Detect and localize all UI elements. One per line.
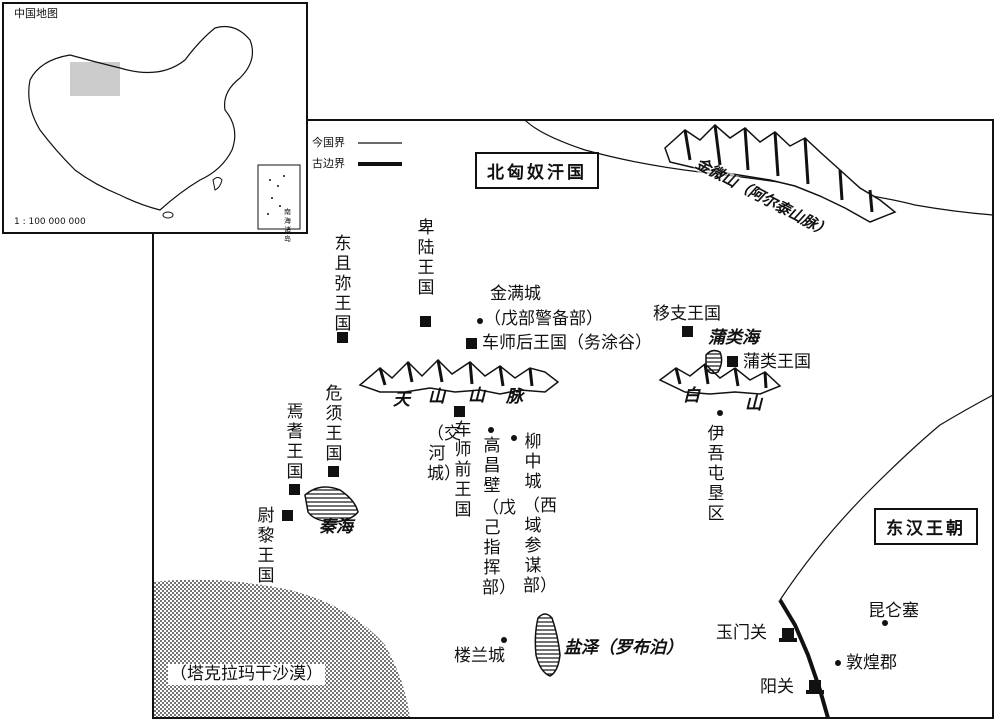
tianshan-mountains	[358, 358, 560, 395]
yanze-lake-label: 盐泽（罗布泊）	[564, 638, 683, 658]
dot-liuzhong	[511, 435, 517, 441]
tianshan-char-3: 山	[468, 386, 485, 406]
inset-south-sea-label: 南海诸岛	[284, 208, 291, 243]
han-label: 东汉王朝	[874, 508, 978, 545]
south-sea-box	[257, 164, 301, 230]
weili-label: 尉黎王国	[257, 506, 275, 586]
yumen-label: 玉门关	[716, 623, 767, 643]
tianshan-char-1: 天	[393, 390, 410, 410]
ancient-border	[778, 598, 830, 719]
modern-border-east	[779, 394, 994, 601]
legend-ancient-label: 古边界	[312, 157, 345, 170]
tianshan-char-4: 脉	[506, 387, 523, 407]
cheshi-hou-label: 车师后王国（务涂谷）	[482, 333, 652, 353]
marker-weixu	[328, 466, 339, 477]
pass-yumen	[779, 628, 797, 642]
china-outline	[28, 25, 253, 211]
marker-weili	[282, 510, 293, 521]
desert-label: （塔克拉玛干沙漠）	[168, 664, 325, 685]
pulei-lake	[705, 349, 723, 375]
modern-border	[524, 119, 994, 216]
tianshan-char-2: 山	[428, 387, 445, 407]
liuzhong-note: （西域参谋部）	[523, 496, 557, 596]
dongjumi-label: 东且弥王国	[334, 234, 352, 334]
dunhuang-label: 敦煌郡	[846, 653, 897, 673]
inset-highlight	[70, 62, 120, 96]
kunlun-label: 昆仑塞	[868, 601, 919, 621]
marker-pulei	[727, 356, 738, 367]
marker-cheshi-qian	[454, 406, 465, 417]
marker-yizhi	[682, 326, 693, 337]
south-sea-islands	[267, 175, 285, 215]
dot-yiwu	[717, 410, 723, 416]
dot-kunlun	[882, 620, 888, 626]
baishan-char-1: 白	[683, 386, 700, 406]
pass-yangguan	[806, 680, 824, 694]
gaochang-label: 高昌壁	[483, 436, 501, 496]
marker-yanqi	[289, 484, 300, 495]
yanqi-label: 焉耆王国	[286, 402, 304, 482]
yangguan-label: 阳关	[760, 677, 794, 697]
liuzhong-label: 柳中城	[524, 432, 542, 492]
kingdom-markers	[282, 316, 738, 521]
jinmancheng-label: 金满城	[490, 284, 541, 304]
yizhi-label: 移支王国	[653, 304, 721, 324]
baishan-char-2: 山	[745, 394, 762, 414]
hainan-island	[162, 211, 174, 219]
taiwan-island	[212, 177, 223, 191]
beilu-label: 卑陆王国	[417, 218, 435, 298]
inset-scale: 1 : 100 000 000	[14, 217, 86, 227]
marker-cheshi-hou	[466, 338, 477, 349]
loulan-label: 楼兰城	[454, 646, 505, 666]
qinhai-lake-label: 秦海	[319, 517, 353, 537]
weixu-label: 危须王国	[325, 384, 343, 464]
xiongnu-label: 北匈奴汗国	[475, 152, 599, 189]
inset-frame	[2, 2, 308, 234]
gaochang-note: （戊己指挥部）	[482, 498, 516, 598]
yanze-lake	[534, 613, 561, 677]
dot-jinmancheng	[477, 318, 483, 324]
dot-gaochang	[488, 427, 494, 433]
jinwei-mountains	[664, 123, 897, 223]
city-markers	[477, 318, 888, 666]
dot-dunhuang	[835, 660, 841, 666]
inset-title: 中国地图	[14, 7, 58, 20]
marker-beilu	[420, 316, 431, 327]
pulei-lake-label: 蒲类海	[708, 328, 759, 348]
pass-markers	[779, 628, 824, 694]
jiaohe-label: （交河城）	[427, 424, 461, 484]
cheshi-qian-label: 车师前王国	[454, 420, 472, 520]
baishan-mountains	[658, 363, 782, 395]
legend-modern-label: 今国界	[312, 136, 345, 149]
jinmancheng-note: （戊部警备部）	[484, 309, 603, 329]
yiwu-label: 伊吾屯垦区	[707, 424, 725, 524]
pulei-kingdom-label: 蒲类王国	[743, 352, 811, 372]
dot-loulan	[501, 637, 507, 643]
qinhai-lake	[304, 486, 359, 523]
marker-dongjumi	[337, 332, 348, 343]
